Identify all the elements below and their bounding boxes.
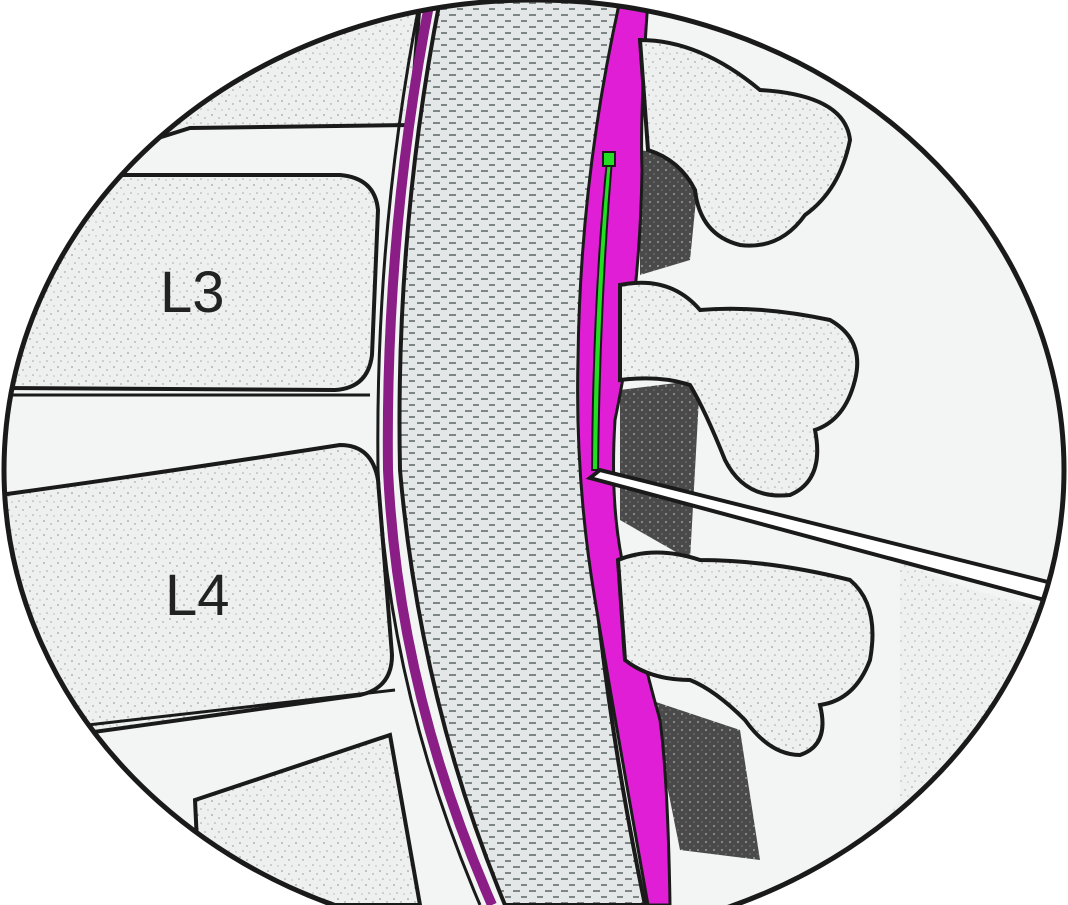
vertebra-label-l4: L4 — [165, 563, 230, 628]
vertebra-label-l3: L3 — [160, 260, 225, 325]
catheter-tip — [603, 152, 615, 166]
